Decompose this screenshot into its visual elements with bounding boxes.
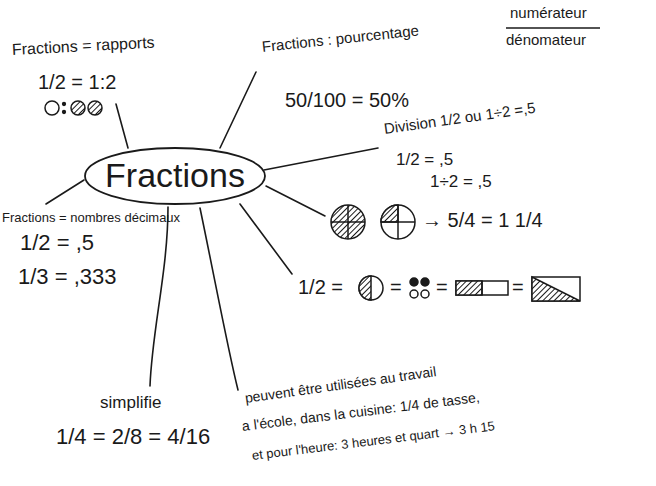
central-ellipse: Fractions <box>83 146 267 206</box>
branch-line <box>200 208 238 390</box>
note-text: Fractions = nombres décimaux <box>2 210 180 226</box>
note-text: 1/3 = ,333 <box>18 264 116 290</box>
note-text: Fractions = rapports <box>11 33 155 60</box>
note-text: Fractions : pourcentage <box>261 22 420 56</box>
ellipse-shape <box>85 148 265 204</box>
branch-lines <box>46 72 378 390</box>
branch-line <box>240 204 292 274</box>
note-text: 1÷2 = ,5 <box>430 172 492 192</box>
branch-line <box>116 104 128 148</box>
note-text: 1/2 = ,5 <box>396 150 453 170</box>
branch-line <box>46 180 84 204</box>
note-text: → 5/4 = 1 1/4 <box>422 208 543 232</box>
half-pictures <box>359 276 580 301</box>
note-text: = <box>390 275 402 299</box>
branch-line <box>220 72 256 148</box>
note-text: numérateur <box>510 4 587 22</box>
branch-line <box>266 186 325 216</box>
note-text: = <box>436 275 448 299</box>
fraction-bar <box>506 27 600 29</box>
ratio-dots <box>45 101 102 115</box>
note-text: 1/2 = ,5 <box>20 230 94 256</box>
note-text: 50/100 = 50% <box>285 88 409 112</box>
note-text: 1/2 = 1:2 <box>38 70 116 94</box>
note-text: = <box>512 275 524 299</box>
branch-line <box>264 148 378 170</box>
note-text: simplifie <box>100 393 161 413</box>
note-text: 1/2 = <box>298 275 343 299</box>
quarter-circles <box>331 205 415 239</box>
note-text: 1/4 = 2/8 = 4/16 <box>56 424 210 450</box>
branch-line <box>150 207 168 386</box>
note-text: dénomateur <box>506 31 586 49</box>
node-title: Fractions <box>105 156 245 195</box>
